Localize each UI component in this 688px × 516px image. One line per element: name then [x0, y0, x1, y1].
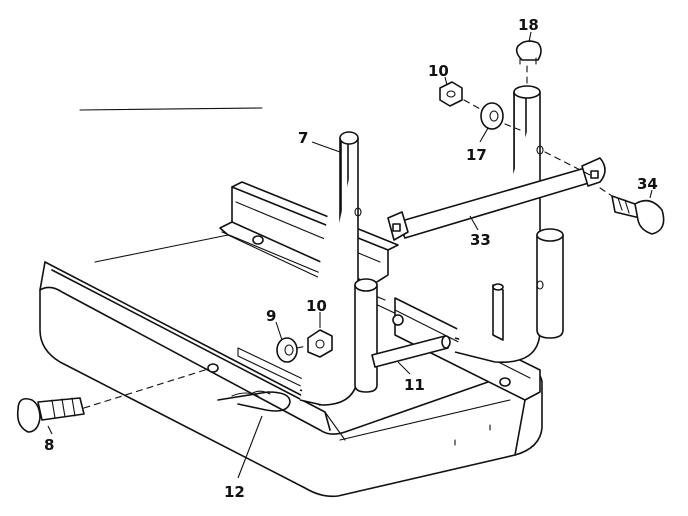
callout-9: 9 [266, 307, 276, 325]
callout-10-lower: 10 [306, 297, 327, 315]
axle-rod [371, 335, 451, 368]
stray-line [79, 107, 263, 111]
hitch-pin [217, 390, 291, 412]
end-cap [515, 40, 542, 65]
callout-17: 17 [466, 146, 487, 164]
hex-nut-lower [307, 329, 333, 358]
callout-labels: 7 10 18 17 34 33 10 9 11 8 12 [44, 16, 658, 501]
callout-7: 7 [298, 129, 308, 147]
cross-brace [387, 157, 606, 241]
flat-washer-lower [276, 337, 298, 363]
callout-33: 33 [470, 231, 491, 249]
carriage-bolt-right [611, 195, 665, 235]
callout-34: 34 [637, 175, 658, 193]
leader-lines [47, 31, 653, 479]
callout-12: 12 [224, 483, 245, 501]
right-handle-frame [454, 85, 564, 363]
callout-10-upper: 10 [428, 62, 449, 80]
callout-8: 8 [44, 436, 54, 454]
callout-11: 11 [404, 376, 425, 394]
callout-18: 18 [518, 16, 539, 34]
carriage-bolt-left [16, 397, 85, 433]
hex-nut-upper [439, 81, 463, 107]
flat-washer [480, 102, 504, 130]
